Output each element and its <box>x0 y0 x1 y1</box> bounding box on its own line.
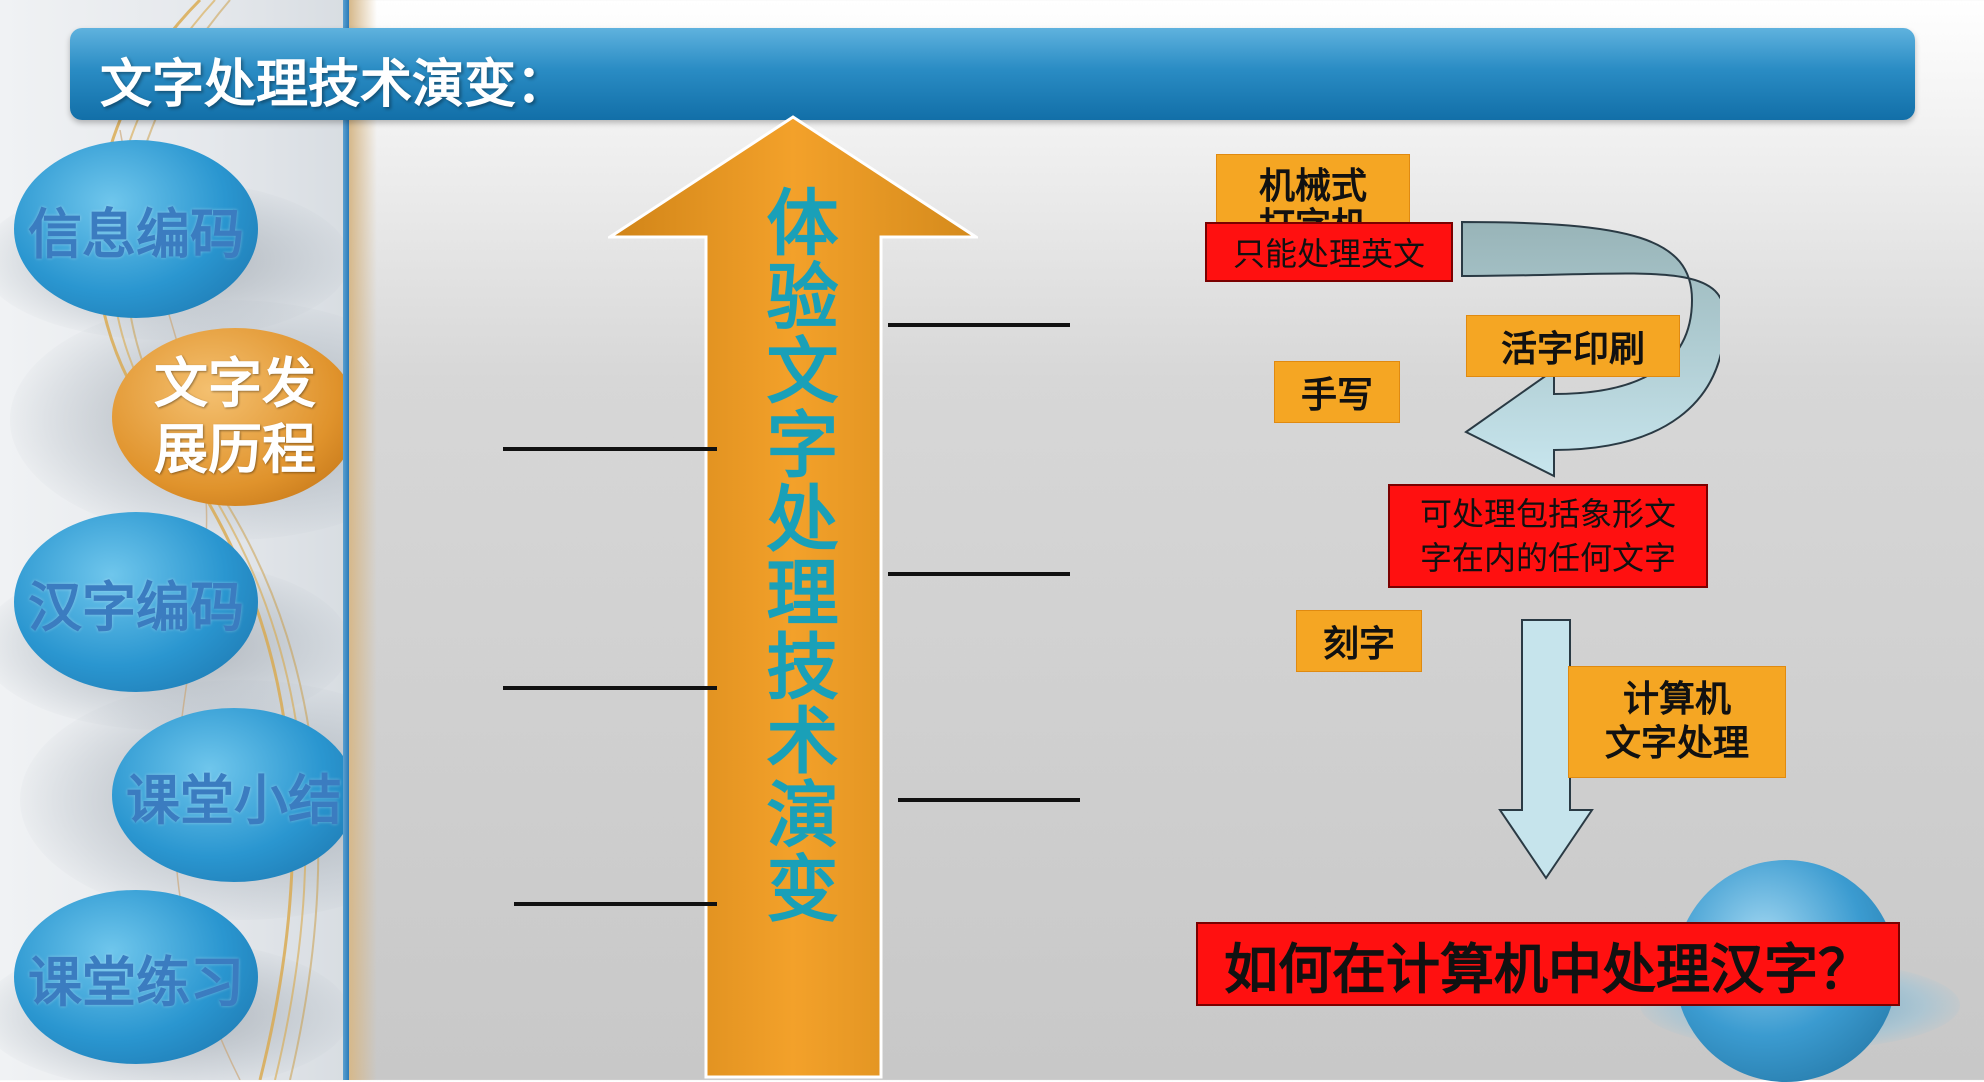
label-text: 刻字 <box>1322 624 1395 665</box>
sidebar-item-summary[interactable]: 课堂小结 <box>112 708 344 882</box>
label-line2: 字在内的任何文字 <box>1419 539 1676 577</box>
blank-line <box>888 323 1070 327</box>
label-handwriting: 手写 <box>1274 361 1400 423</box>
label-line1: 机械式 <box>1258 166 1367 207</box>
label-line1: 可处理包括象形文 <box>1419 495 1676 533</box>
label-movable-type: 活字印刷 <box>1466 315 1680 377</box>
sidebar-item-label: 信息编码 <box>28 202 244 266</box>
label-line2: 打字机 <box>1258 206 1367 228</box>
sidebar-item-label: 课堂练习 <box>28 950 244 1014</box>
blank-line <box>898 798 1080 802</box>
left-sidebar: 信息编码 文字发 展历程 汉字编码 课堂小结 课堂练习 <box>0 0 344 1080</box>
sidebar-item-label: 汉字编码 <box>28 575 244 639</box>
blank-line <box>514 902 717 906</box>
header-bar <box>70 28 1915 120</box>
label-line1: 计算机 <box>1622 679 1731 720</box>
sidebar-item-text-history[interactable]: 文字发 展历程 <box>112 328 344 506</box>
blank-line <box>888 572 1070 576</box>
label-computer-processing: 计算机 文字处理 <box>1568 666 1786 778</box>
label-carving: 刻字 <box>1296 610 1422 672</box>
label-text: 如何在计算机中处理汉字？ <box>1224 937 1872 1001</box>
sidebar-item-label-line1: 文字发 <box>154 352 316 415</box>
up-arrow-shape <box>608 115 978 1079</box>
label-english-only: 只能处理英文 <box>1205 222 1453 282</box>
blank-line <box>503 447 717 451</box>
label-mechanical-typewriter: 机械式 打字机 <box>1216 154 1410 228</box>
label-any-script: 可处理包括象形文 字在内的任何文字 <box>1388 484 1708 588</box>
sidebar-divider-glow <box>349 0 377 1080</box>
sidebar-item-exercise[interactable]: 课堂练习 <box>14 890 258 1064</box>
sidebar-item-label-line2: 展历程 <box>154 418 316 481</box>
label-line2: 文字处理 <box>1604 723 1749 764</box>
sidebar-item-label: 课堂小结 <box>126 768 342 832</box>
label-question: 如何在计算机中处理汉字？ <box>1196 922 1900 1006</box>
curved-arrow-shape <box>1461 220 1720 478</box>
sidebar-divider <box>343 0 349 1080</box>
label-text: 手写 <box>1300 375 1373 416</box>
blank-line <box>503 686 717 690</box>
arrow-vertical-text: 体验文字处理技术演变 <box>754 185 838 925</box>
label-text: 只能处理英文 <box>1232 235 1425 273</box>
page-title: 文字处理技术演变： <box>100 55 569 115</box>
sidebar-item-chinese-encoding[interactable]: 汉字编码 <box>14 512 258 692</box>
sidebar-item-info-encoding[interactable]: 信息编码 <box>14 140 258 318</box>
label-text: 活字印刷 <box>1500 329 1645 370</box>
